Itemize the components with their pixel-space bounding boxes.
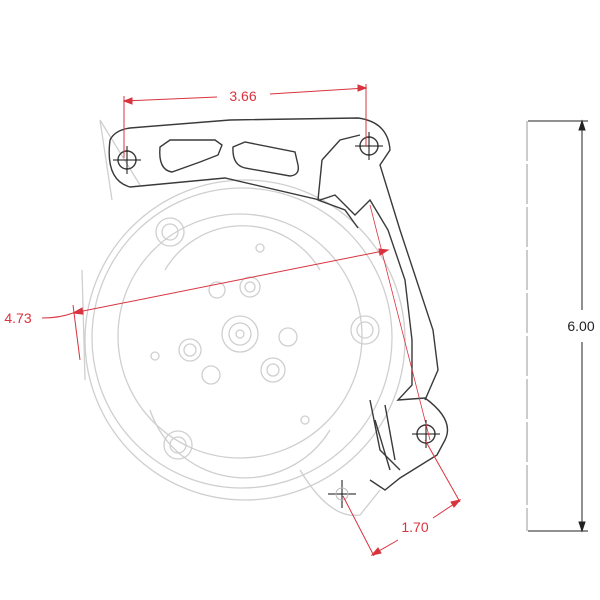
compressor-body [81, 119, 406, 517]
hole-center-marks [113, 132, 440, 508]
height-dimension [526, 119, 588, 533]
dimension-lower-offset-label: 1.70 [401, 519, 428, 535]
mounting-bracket [108, 117, 449, 491]
dimension-diagonal-label: 4.73 [4, 310, 31, 326]
dimension-lines [41, 84, 462, 557]
dimension-top-width-label: 3.66 [229, 88, 256, 104]
dimension-height-label: 6.00 [567, 318, 594, 334]
